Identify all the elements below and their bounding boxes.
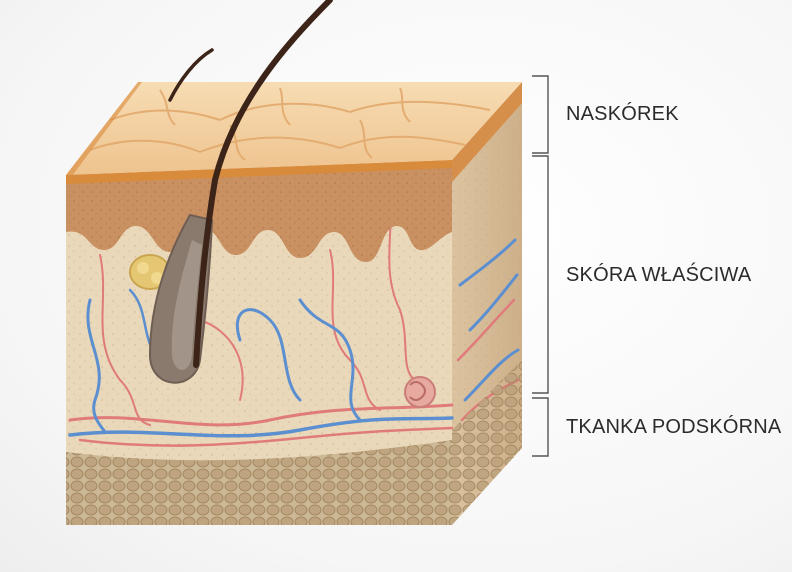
bracket-hypodermis <box>532 398 548 456</box>
bracket-epidermis <box>532 76 548 153</box>
bracket-dermis <box>532 156 548 393</box>
layer-brackets <box>532 76 548 456</box>
label-epidermis: NASKÓREK <box>566 103 679 126</box>
sweat-gland <box>405 377 435 407</box>
block-right-face <box>452 82 522 525</box>
label-hypodermis: TKANKA PODSKÓRNA <box>566 416 781 439</box>
label-dermis: SKÓRA WŁAŚCIWA <box>566 264 751 287</box>
